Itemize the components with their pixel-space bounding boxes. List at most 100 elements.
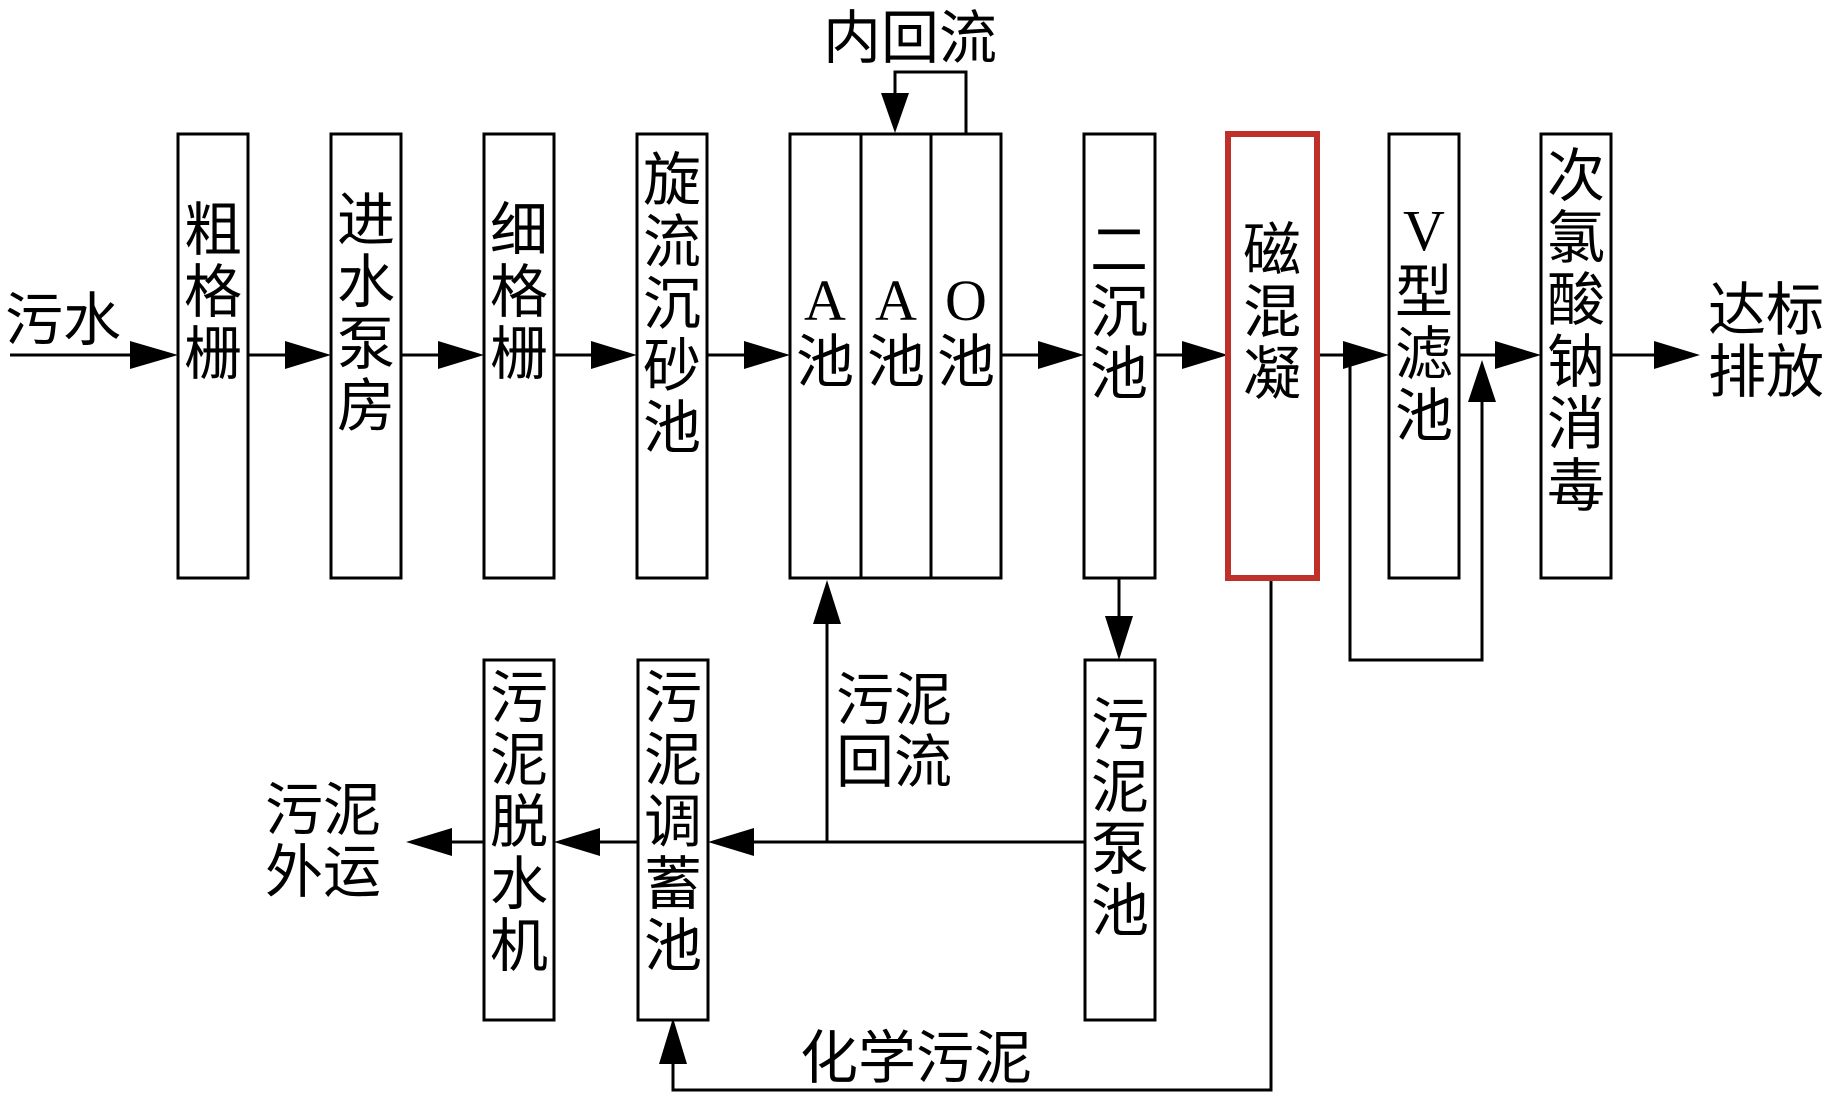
label-sludge-pump-line: 污 — [1091, 693, 1149, 758]
label-dewater-line: 机 — [490, 914, 548, 979]
line-internal-return — [893, 70, 968, 133]
arrow-to-clarifier — [1038, 341, 1084, 369]
label-sludge-pump: 污泥泵池 — [1091, 693, 1149, 944]
arrow-inflow — [130, 341, 178, 369]
label-sludge-tank-line: 蓄 — [644, 852, 702, 917]
box-grit-chamber: 旋流沉砂池 — [635, 132, 709, 580]
box-pump-room: 进水泵房 — [329, 132, 403, 580]
arrow-to-sludge-tank — [708, 828, 754, 856]
arrow-bypass-return — [1468, 360, 1496, 402]
arrow-to-vfilter — [1343, 341, 1389, 369]
label-internal-return: 内回流 — [823, 6, 997, 71]
label-sludge-pump-line: 泥 — [1091, 755, 1149, 820]
label-secondary-clarifier-line: 二 — [1090, 218, 1148, 283]
label-o-line: 池 — [937, 330, 995, 395]
box-sludge-tank: 污泥调蓄池 — [636, 658, 710, 1022]
label-magnetic-coagulation-line: 混 — [1243, 280, 1301, 345]
label-disinfection-line: 次 — [1547, 144, 1605, 209]
label-sludge-out-line: 污泥 — [265, 778, 381, 843]
label-grit-chamber-line: 池 — [643, 396, 701, 461]
label-pump-room-line: 泵 — [337, 312, 395, 377]
label-sludge-return-line: 回流 — [836, 730, 952, 795]
arrow-to-disinfect — [1495, 341, 1541, 369]
label-magnetic-coagulation-line: 凝 — [1243, 342, 1301, 407]
label-sludge-pump-line: 池 — [1091, 879, 1149, 944]
label-coarse-screen: 粗格栅 — [184, 198, 242, 387]
label-disinfection-line: 消 — [1547, 392, 1605, 457]
label-fine-screen-line: 栅 — [490, 322, 548, 387]
label-a2-line: 池 — [867, 330, 925, 395]
arrow-to-aao — [744, 341, 790, 369]
label-grit-chamber-line: 旋 — [643, 148, 701, 213]
arrow-internal-return — [881, 93, 909, 133]
label-disinfection-line: 氯 — [1547, 206, 1605, 271]
label-grit-chamber-line: 砂 — [643, 334, 701, 399]
label-dewater-line: 泥 — [490, 728, 548, 793]
box-secondary-clarifier: 二沉池 — [1082, 132, 1157, 580]
label-dewater-line: 污 — [490, 666, 548, 731]
label-a1-line: 池 — [796, 330, 854, 395]
label-inflow: 污水 — [5, 288, 121, 353]
label-coarse-screen-line: 格 — [184, 260, 242, 325]
label-chemical-sludge: 化学污泥 — [800, 1026, 1032, 1091]
label-outflow-line: 排放 — [1708, 340, 1824, 405]
label-v-filter-line: 池 — [1395, 384, 1453, 449]
connectors — [10, 70, 1680, 1092]
arrow-to-dewater — [554, 828, 600, 856]
label-o-line: O — [945, 268, 987, 333]
box-coarse-screen: 粗格栅 — [176, 132, 250, 580]
arrow-sludge-out — [406, 828, 452, 856]
label-outflow-line: 达标 — [1708, 278, 1824, 343]
label-v-filter-line: V — [1403, 198, 1445, 263]
label-inflow-line: 污水 — [5, 288, 121, 353]
label-outflow: 达标排放 — [1708, 278, 1824, 405]
arrowheads — [130, 93, 1700, 1064]
box-sludge-pump: 污泥泵池 — [1083, 658, 1157, 1022]
label-sludge-pump-line: 泵 — [1091, 817, 1149, 882]
arrow-chemical-sludge — [659, 1018, 687, 1064]
label-dewater: 污泥脱水机 — [490, 666, 548, 979]
label-secondary-clarifier-line: 沉 — [1090, 280, 1148, 345]
arrow-outflow — [1654, 341, 1700, 369]
label-dewater-line: 水 — [490, 852, 548, 917]
label-grit-chamber-line: 沉 — [643, 272, 701, 337]
label-disinfection-line: 酸 — [1547, 268, 1605, 333]
label-secondary-clarifier-line: 池 — [1090, 342, 1148, 407]
label-v-filter-line: 型 — [1395, 260, 1453, 325]
label-fine-screen: 细格栅 — [490, 198, 548, 387]
box-disinfection: 次氯酸钠消毒 — [1539, 132, 1613, 580]
label-grit-chamber: 旋流沉砂池 — [643, 148, 701, 461]
label-disinfection: 次氯酸钠消毒 — [1547, 144, 1605, 519]
arrow-to-mag — [1182, 341, 1228, 369]
label-pump-room-line: 房 — [337, 374, 395, 439]
arrow-to-finescreen — [438, 341, 484, 369]
arrow-to-sludge-pump — [1105, 616, 1133, 660]
label-internal-return-line: 内回流 — [823, 6, 997, 71]
box-magnetic-coagulation: 磁混凝 — [1225, 131, 1320, 581]
label-chemical-sludge-line: 化学污泥 — [800, 1026, 1032, 1091]
label-sludge-tank-line: 池 — [644, 914, 702, 979]
arrow-sludge-return — [813, 580, 841, 624]
label-fine-screen-line: 格 — [490, 260, 548, 325]
line-vfilter-bypass — [1348, 355, 1484, 662]
line-chemical-sludge — [671, 578, 1273, 1092]
label-sludge-return: 污泥回流 — [836, 668, 952, 795]
label-pump-room-line: 进 — [337, 188, 395, 253]
label-secondary-clarifier: 二沉池 — [1090, 218, 1148, 407]
box-fine-screen: 细格栅 — [482, 132, 556, 580]
label-sludge-out-line: 外运 — [265, 840, 381, 905]
label-magnetic-coagulation-line: 磁 — [1243, 218, 1301, 283]
label-sludge-tank-line: 调 — [644, 790, 702, 855]
label-fine-screen-line: 细 — [490, 198, 548, 263]
arrow-to-grit — [591, 341, 637, 369]
label-grit-chamber-line: 流 — [643, 210, 701, 275]
label-sludge-tank: 污泥调蓄池 — [644, 666, 702, 979]
label-disinfection-line: 毒 — [1547, 454, 1605, 519]
label-magnetic-coagulation: 磁混凝 — [1243, 218, 1301, 407]
arrow-to-pump — [285, 341, 331, 369]
label-sludge-tank-line: 泥 — [644, 728, 702, 793]
